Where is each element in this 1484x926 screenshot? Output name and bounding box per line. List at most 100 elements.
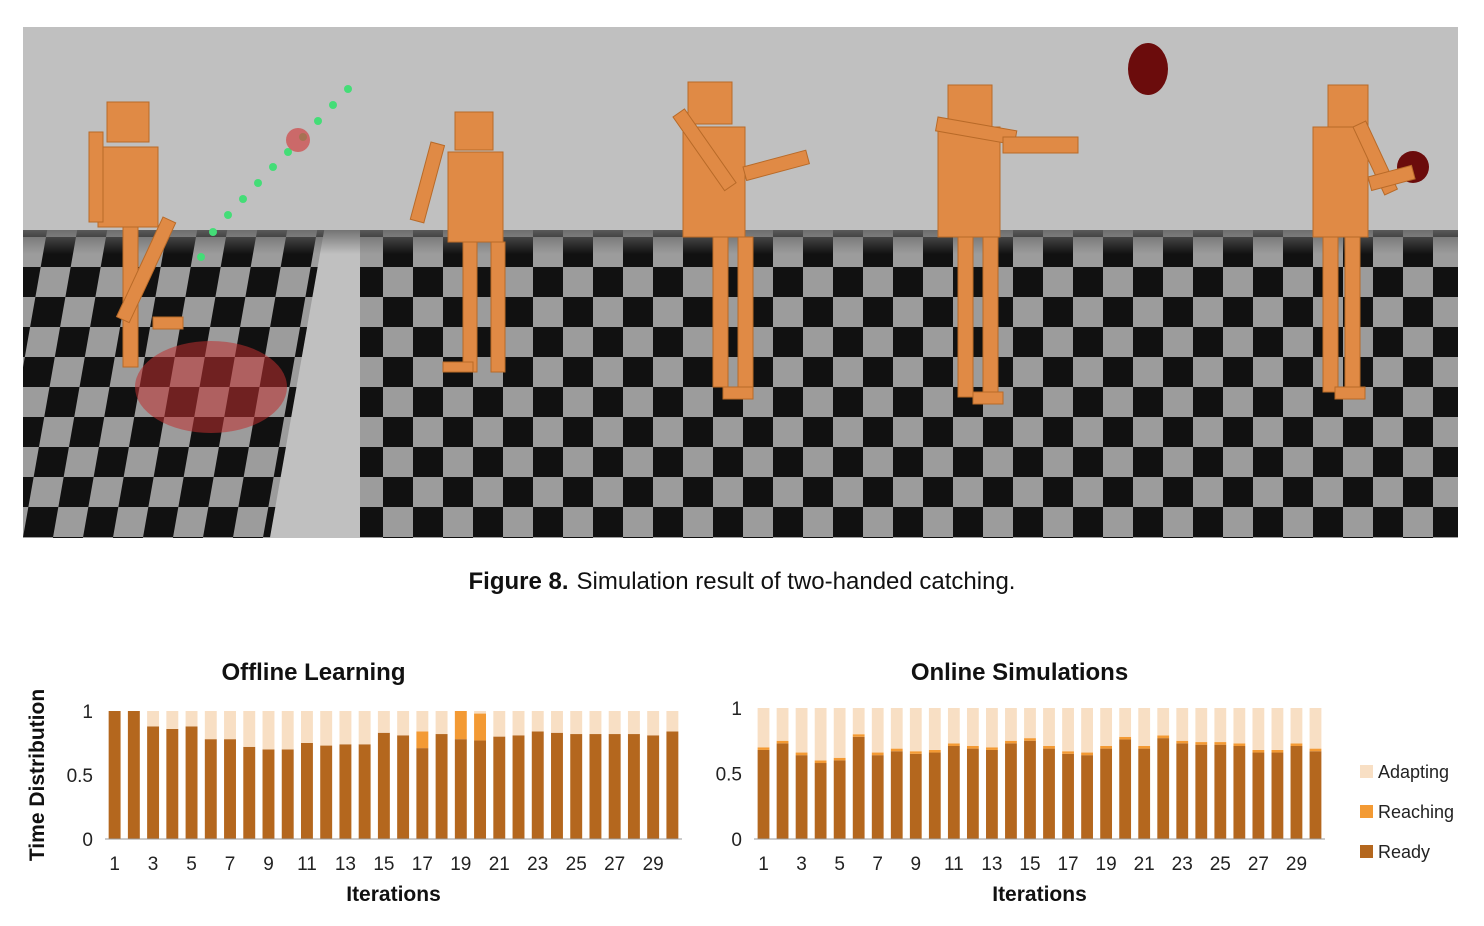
bar-adapting-7 bbox=[224, 711, 236, 740]
y-tick-label: 1 bbox=[82, 702, 93, 723]
bar-ready-2 bbox=[127, 711, 140, 839]
bar-adapting-24 bbox=[551, 711, 563, 733]
bar-ready-14 bbox=[358, 744, 371, 839]
legend-label-reaching: Reaching bbox=[1378, 802, 1454, 822]
x-tick-label: 29 bbox=[1286, 854, 1307, 875]
bar-ready-4 bbox=[814, 763, 827, 839]
bar-adapting-21 bbox=[493, 711, 506, 737]
bar-adapting-20 bbox=[1119, 708, 1132, 737]
x-tick-label: 5 bbox=[186, 854, 197, 875]
bar-ready-27 bbox=[1252, 752, 1265, 839]
bar-ready-19 bbox=[454, 739, 467, 839]
bar-ready-16 bbox=[1043, 748, 1055, 839]
simulation-frames-image bbox=[23, 27, 1458, 538]
chart-title: Offline Learning bbox=[221, 659, 405, 686]
x-tick-label: 23 bbox=[1172, 854, 1193, 875]
bar-reaching-3 bbox=[795, 752, 808, 756]
bar-ready-30 bbox=[1309, 751, 1322, 839]
bar-reaching-25 bbox=[1214, 742, 1227, 745]
x-tick-label: 15 bbox=[1019, 854, 1040, 875]
bar-reaching-21 bbox=[1138, 745, 1151, 749]
bar-reaching-17 bbox=[1062, 751, 1074, 754]
bar-adapting-6 bbox=[204, 711, 217, 740]
y-tick-label: 0.5 bbox=[716, 765, 742, 786]
x-tick-label: 9 bbox=[910, 854, 921, 875]
figure-caption: Figure 8.Simulation result of two-handed… bbox=[0, 568, 1484, 596]
bar-adapting-29 bbox=[1290, 708, 1303, 744]
bar-reaching-5 bbox=[833, 757, 846, 761]
y-tick-label: 1 bbox=[731, 699, 742, 720]
caption-text: Simulation result of two-handed catching… bbox=[576, 568, 1016, 595]
bar-reaching-24 bbox=[1195, 742, 1208, 745]
bar-adapting-26 bbox=[589, 711, 602, 735]
bar-adapting-10 bbox=[281, 711, 294, 750]
bar-adapting-9 bbox=[262, 711, 275, 750]
bar-adapting-20 bbox=[474, 711, 487, 714]
bar-reaching-29 bbox=[1290, 743, 1303, 746]
legend-swatch-reaching bbox=[1360, 805, 1373, 818]
bar-adapting-21 bbox=[1138, 708, 1151, 746]
bar-ready-10 bbox=[281, 749, 294, 839]
bar-adapting-22 bbox=[512, 711, 525, 736]
bar-reaching-12 bbox=[966, 745, 979, 749]
y-tick-label: 0 bbox=[82, 830, 93, 851]
bar-adapting-17 bbox=[416, 711, 429, 732]
bar-adapting-25 bbox=[1214, 708, 1227, 743]
bar-ready-11 bbox=[947, 745, 960, 839]
bar-ready-13 bbox=[986, 749, 998, 839]
bar-ready-12 bbox=[966, 748, 979, 839]
bar-ready-26 bbox=[589, 734, 602, 839]
bar-adapting-8 bbox=[890, 708, 903, 749]
bar-adapting-23 bbox=[531, 711, 544, 732]
bar-adapting-13 bbox=[339, 711, 352, 745]
bar-adapting-29 bbox=[647, 711, 660, 736]
legend-label-adapting: Adapting bbox=[1378, 762, 1449, 782]
bar-reaching-15 bbox=[1024, 738, 1036, 741]
bar-reaching-16 bbox=[1043, 745, 1055, 749]
bar-reaching-9 bbox=[909, 751, 922, 754]
bar-adapting-7 bbox=[871, 708, 884, 753]
x-tick-label: 23 bbox=[527, 854, 548, 875]
bar-ready-18 bbox=[435, 734, 448, 839]
bar-ready-21 bbox=[493, 736, 506, 839]
bar-adapting-3 bbox=[795, 708, 808, 753]
bar-ready-17 bbox=[1062, 753, 1074, 839]
bar-adapting-13 bbox=[986, 708, 998, 748]
bar-adapting-27 bbox=[608, 711, 621, 735]
y-tick-label: 0 bbox=[731, 830, 742, 851]
legend-label-ready: Ready bbox=[1378, 842, 1430, 862]
bar-ready-22 bbox=[1157, 738, 1170, 839]
legend-swatch-ready bbox=[1360, 845, 1373, 858]
bar-ready-25 bbox=[570, 734, 583, 839]
bar-reaching-20 bbox=[1119, 736, 1132, 740]
bar-adapting-18 bbox=[435, 711, 448, 735]
x-tick-label: 27 bbox=[1248, 854, 1269, 875]
bar-adapting-11 bbox=[947, 708, 960, 744]
bar-ready-17 bbox=[416, 748, 429, 839]
bar-reaching-11 bbox=[947, 743, 960, 746]
bar-ready-3 bbox=[147, 726, 160, 839]
bar-reaching-8 bbox=[890, 748, 903, 752]
bar-adapting-15 bbox=[1024, 708, 1036, 739]
bar-ready-12 bbox=[320, 745, 333, 839]
bar-adapting-23 bbox=[1176, 708, 1189, 741]
bar-adapting-5 bbox=[185, 711, 198, 727]
bar-ready-7 bbox=[871, 755, 884, 839]
x-tick-label: 19 bbox=[1096, 854, 1117, 875]
bar-ready-23 bbox=[1176, 743, 1189, 839]
y-axis-label: Time Distribution bbox=[26, 689, 49, 861]
x-tick-label: 13 bbox=[981, 854, 1002, 875]
bar-adapting-17 bbox=[1062, 708, 1074, 752]
bar-ready-6 bbox=[852, 736, 865, 839]
bar-ready-4 bbox=[166, 728, 179, 839]
bar-ready-28 bbox=[1271, 752, 1284, 839]
bar-ready-23 bbox=[531, 731, 544, 839]
bar-ready-16 bbox=[397, 735, 410, 839]
chart-title: Online Simulations bbox=[911, 659, 1128, 686]
bar-adapting-28 bbox=[1271, 708, 1284, 750]
bar-ready-29 bbox=[1290, 745, 1303, 839]
frame-1 bbox=[23, 27, 360, 538]
bar-ready-5 bbox=[833, 760, 846, 839]
